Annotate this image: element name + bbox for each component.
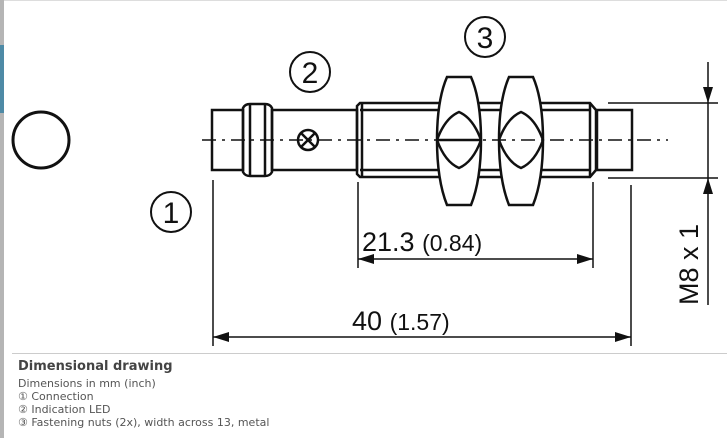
caption-line: ③ Fastening nuts (2x), width across 13, … — [18, 416, 270, 429]
arrowheads — [213, 87, 713, 342]
sensor-body — [210, 75, 634, 207]
caption: Dimensional drawing Dimensions in mm (in… — [18, 360, 269, 429]
dim-nuts-mm: 21.3 — [362, 227, 415, 257]
svg-text:1: 1 — [163, 197, 180, 230]
callout-3 — [464, 16, 506, 58]
dim-total-mm: 40 — [352, 306, 382, 336]
top-border — [4, 0, 727, 1]
svg-text:40 (1.57): 40 (1.57) — [352, 306, 450, 336]
caption-line: ② Indication LED — [18, 403, 111, 416]
svg-text:3: 3 — [477, 22, 494, 55]
dimensional-drawing: 3 2 1 21.3 (0.84) 40 (1.57) M8 x 1 — [11, 16, 718, 346]
dim-nuts-in: (0.84) — [422, 230, 482, 256]
caption-line: Dimensions in mm (inch) — [18, 377, 156, 390]
gallery-thumbnail-circle[interactable] — [11, 110, 71, 170]
callout-2 — [289, 51, 331, 93]
thread-label: M8 x 1 — [674, 224, 704, 305]
svg-text:21.3 (0.84): 21.3 (0.84) — [362, 227, 482, 257]
caption-title: Dimensional drawing — [18, 359, 173, 374]
side-tab-indicator[interactable] — [0, 45, 4, 113]
side-scrollbar[interactable] — [0, 0, 4, 438]
callout-1 — [150, 191, 192, 233]
caption-line: ① Connection — [18, 390, 94, 403]
separator — [12, 353, 727, 354]
dim-total-in: (1.57) — [390, 309, 450, 335]
svg-text:2: 2 — [302, 57, 319, 90]
